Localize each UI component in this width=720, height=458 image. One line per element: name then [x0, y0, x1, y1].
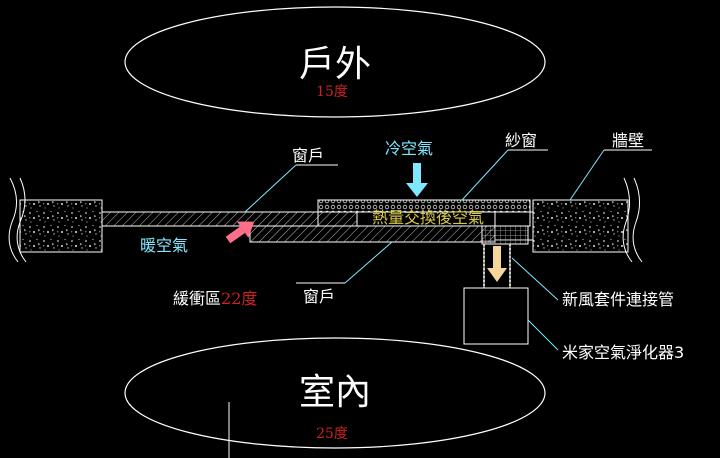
outdoor-temp: 15度	[316, 84, 348, 100]
leader-purifier	[527, 319, 559, 351]
outdoor-label: 戶外	[299, 44, 371, 85]
connector-pipe	[481, 225, 529, 289]
label-buffer-temp: 22度	[221, 289, 257, 308]
label-wall: 牆壁	[612, 131, 644, 150]
purifier-box	[463, 287, 529, 345]
label-warm-air: 暖空氣	[140, 236, 188, 255]
leader-window-top	[244, 164, 297, 213]
indoor-temp: 25度	[316, 426, 348, 442]
left-wall	[8, 177, 103, 263]
label-cold-air: 冷空氣	[385, 139, 433, 158]
label-buffer-text: 緩衝區	[173, 289, 221, 308]
outdoor-ellipse	[124, 6, 546, 118]
leader-screen	[461, 149, 509, 201]
label-connector: 新風套件連接管	[562, 290, 674, 309]
label-buffer: 緩衝區22度	[173, 289, 257, 308]
cold-air-arrow	[406, 163, 428, 197]
indoor-label: 室內	[299, 372, 371, 413]
label-screen: 紗窗	[505, 131, 537, 150]
leader-wall	[569, 149, 605, 201]
label-purifier: 米家空氣淨化器3	[562, 343, 684, 362]
leader-connector	[511, 257, 559, 301]
pipe-flow-arrow	[487, 246, 507, 282]
label-exchanged-air: 熱量交換後空氣	[372, 208, 484, 227]
label-window-bottom: 窗戶	[303, 287, 335, 306]
window-pane-outer	[101, 211, 358, 227]
window-pane-inner	[249, 225, 496, 243]
right-wall	[532, 177, 643, 263]
label-underlines	[296, 149, 652, 284]
label-window-top: 窗戶	[292, 146, 324, 165]
leader-window-bottom	[344, 241, 393, 284]
screen-frame	[317, 211, 531, 227]
leader-lines	[244, 149, 605, 351]
indoor-ellipse	[124, 337, 546, 449]
label-buffer-group: 緩衝區22度	[173, 289, 257, 308]
warm-air-arrow	[225, 221, 255, 244]
